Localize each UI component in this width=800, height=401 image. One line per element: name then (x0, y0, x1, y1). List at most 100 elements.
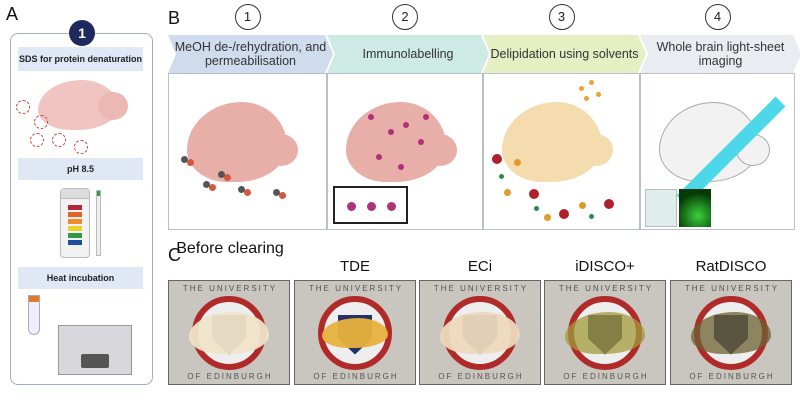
header-ph: pH 8.5 (18, 158, 143, 180)
step-number-1: 1 (234, 4, 261, 30)
sds-micelle-icon (74, 140, 88, 154)
methanol-molecule-icon (218, 171, 225, 178)
methanol-molecule-icon (244, 189, 251, 196)
ph-color-swatch (68, 212, 82, 217)
sample-photo-3: THE UNIVERSITY OF EDINBURGH (544, 280, 666, 385)
cleared-brain-sample (691, 311, 771, 354)
header-sds: SDS for protein denaturation (18, 47, 143, 71)
lipid-solvent-particle (544, 214, 551, 221)
crest-text-bottom: OF EDINBURGH (689, 372, 775, 381)
methanol-molecule-icon (181, 156, 188, 163)
header-heat: Heat incubation (18, 267, 143, 289)
water-bath-icon (58, 325, 132, 375)
crest-text-top: THE UNIVERSITY (182, 284, 278, 293)
sample-photo-2: THE UNIVERSITY OF EDINBURGH (419, 280, 541, 385)
antibody-icon (388, 129, 394, 135)
crest-text-bottom: OF EDINBURGH (313, 372, 399, 381)
antibody-icon (367, 202, 376, 211)
lipid-icon (596, 92, 601, 97)
cerebellum-illustration (264, 134, 298, 166)
antibody-icon (398, 164, 404, 170)
step-panel-3 (483, 73, 640, 230)
ph-color-swatch (68, 205, 82, 210)
falcon-tube-icon (28, 295, 40, 335)
cleared-brain-sample (322, 317, 388, 348)
lipid-solvent-particle (579, 202, 586, 209)
sample-photo-4: THE UNIVERSITY OF EDINBURGH (670, 280, 792, 385)
methanol-molecule-icon (279, 192, 286, 199)
methanol-molecule-icon (238, 186, 245, 193)
sample-title-1: TDE (340, 258, 370, 275)
antibody-icon (403, 122, 409, 128)
sample-title-3: iDISCO+ (575, 258, 635, 275)
sample-title-2: ECi (467, 258, 493, 275)
ph-test-bottle-icon (60, 188, 90, 258)
cleared-brain-sample (565, 311, 645, 354)
brain-section-image (645, 189, 677, 227)
step-number-2: 2 (392, 4, 418, 30)
step-number-3: 3 (548, 4, 575, 30)
cerebellum-illustration (579, 134, 613, 166)
panel-b-label: B (168, 8, 181, 28)
lipid-solvent-particle (499, 174, 504, 179)
lipid-solvent-particle (559, 209, 569, 219)
cleared-brain-sample (189, 311, 269, 354)
step-number-4: 4 (704, 4, 731, 30)
step-panel-1 (168, 73, 327, 230)
antibody-icon (376, 154, 382, 160)
sds-micelle-icon (52, 133, 66, 147)
antibody-icon (347, 202, 356, 211)
crest-text-bottom: OF EDINBURGH (187, 372, 273, 381)
lipid-icon (589, 80, 594, 85)
sample-photo-0: THE UNIVERSITY OF EDINBURGH (168, 280, 290, 385)
cerebellum-illustration (423, 134, 457, 166)
step-header-2: Immunolabelling (327, 35, 489, 73)
step-panel-4 (640, 73, 795, 230)
step-header-1: MeOH de-/rehydration, and permeabilisati… (168, 35, 333, 73)
step-badge: 1 (69, 20, 95, 46)
step-header-4: Whole brain light-sheet imaging (640, 35, 800, 73)
sample-title-0: Before clearing (176, 240, 284, 257)
lipid-solvent-particle (514, 159, 521, 166)
sample-photo-1: THE UNIVERSITY OF EDINBURGH (294, 280, 416, 385)
lipid-solvent-particle (534, 206, 539, 211)
sds-micelle-icon (30, 133, 44, 147)
step-header-3: Delipidation using solvents (483, 35, 646, 73)
crest-text-top: THE UNIVERSITY (308, 284, 404, 293)
crest-text-top: THE UNIVERSITY (558, 284, 654, 293)
antibody-icon (418, 139, 424, 145)
methanol-molecule-icon (203, 181, 210, 188)
antibody-icon (423, 114, 429, 120)
lipid-icon (584, 96, 589, 101)
sds-micelle-icon (34, 115, 48, 129)
panel-a-label: A (6, 4, 19, 24)
ph-color-swatch (68, 226, 82, 231)
ph-strip-icon (96, 190, 101, 256)
crest-text-bottom: OF EDINBURGH (563, 372, 649, 381)
methanol-molecule-icon (224, 174, 231, 181)
methanol-molecule-icon (209, 184, 216, 191)
brain-sds-illustration (38, 80, 138, 140)
lipid-solvent-particle (589, 214, 594, 219)
antibody-icon (368, 114, 374, 120)
methanol-molecule-icon (273, 189, 280, 196)
fluorescence-image (679, 189, 711, 227)
cleared-brain-sample (440, 311, 520, 354)
panel-c-label: C (168, 245, 181, 265)
lipid-solvent-particle (529, 189, 539, 199)
crest-text-top: THE UNIVERSITY (433, 284, 529, 293)
lipid-icon (579, 86, 584, 91)
ph-color-swatch (68, 233, 82, 238)
crest-text-bottom: OF EDINBURGH (438, 372, 524, 381)
antibody-icon (387, 202, 396, 211)
lipid-solvent-particle (504, 189, 511, 196)
ph-color-swatch (68, 219, 82, 224)
sample-title-4: RatDISCO (695, 258, 767, 275)
ph-color-swatch (68, 240, 82, 245)
step-panel-2 (327, 73, 483, 230)
sds-micelle-icon (16, 100, 30, 114)
crest-text-top: THE UNIVERSITY (684, 284, 780, 293)
methanol-molecule-icon (187, 159, 194, 166)
antibody-zoom-inset (333, 186, 408, 224)
lipid-solvent-particle (492, 154, 502, 164)
